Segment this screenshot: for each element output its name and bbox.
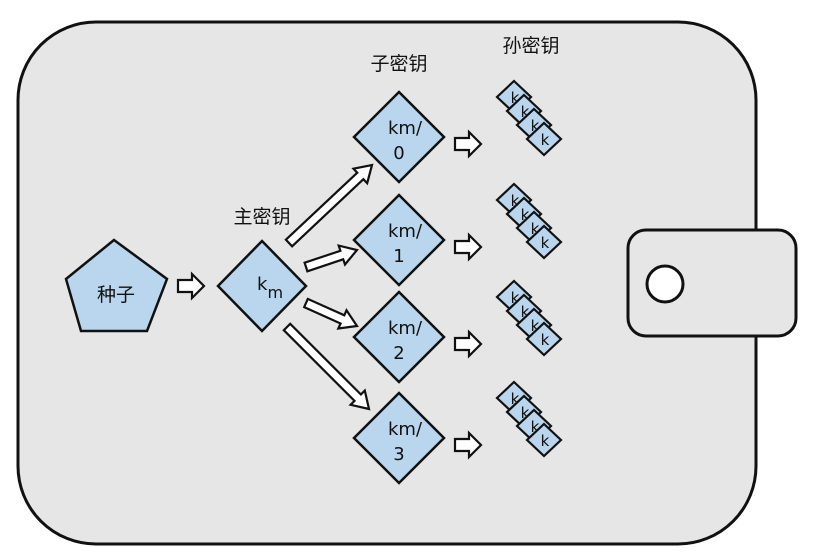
grandchild-key-label-0-3: k	[541, 131, 550, 149]
grandchild-key-label-0-1: k	[521, 103, 530, 121]
grandchild-key-label-3-3: k	[541, 432, 550, 450]
child-key-index-3: 3	[393, 444, 404, 465]
grandchild-key-label-1-0: k	[511, 192, 520, 210]
fan-arrows	[282, 163, 374, 411]
arrow-master-to-child-1	[303, 244, 359, 273]
child-key-label-1: km/	[388, 221, 423, 242]
grandchild-key-label-2-2: k	[531, 317, 540, 335]
child-key-index-1: 1	[393, 246, 404, 267]
arrow-seed-to-master	[176, 271, 206, 301]
arrow-child-to-grandchildren-3	[453, 430, 483, 460]
arrow-child-to-grandchildren-0	[453, 129, 483, 159]
arrow-master-to-child-3	[282, 322, 371, 411]
master-key-title: 主密钥	[233, 206, 290, 228]
grandchild-key-2-3: k	[525, 321, 563, 357]
grandchild-key-label-1-2: k	[531, 220, 540, 238]
grandchild-keys-title: 孙密钥	[502, 35, 559, 57]
arrow-master-to-child-0	[284, 163, 374, 248]
master-key-sub: m	[267, 283, 283, 302]
grandchild-key-label-2-3: k	[541, 331, 550, 349]
child-key-index-2: 2	[393, 343, 404, 364]
svg-text:km: km	[257, 274, 283, 302]
grandchild-key-label-1-3: k	[541, 234, 550, 252]
grandchild-key-label-0-0: k	[511, 89, 520, 107]
child-key-index-0: 0	[393, 143, 404, 164]
child-key-label-2: km/	[388, 318, 423, 339]
grandchild-key-1-3: k	[525, 224, 563, 260]
child-key-node-0: km/0	[352, 90, 483, 184]
arrow-child-to-grandchildren-2	[453, 329, 483, 359]
child-key-label-0: km/	[388, 118, 423, 139]
master-key-base: k	[257, 274, 268, 295]
grandchild-key-3-3: k	[525, 422, 563, 458]
grandchild-key-label-1-1: k	[521, 206, 530, 224]
grandchild-key-label-3-1: k	[521, 404, 530, 422]
arrow-master-to-child-2	[302, 297, 359, 330]
child-key-node-1: km/1	[352, 193, 483, 287]
grandchild-key-label-0-2: k	[531, 117, 540, 135]
child-key-node-3: km/3	[352, 391, 483, 485]
child-keys-title: 子密钥	[370, 53, 427, 75]
grandchild-key-label-2-1: k	[521, 303, 530, 321]
grandchild-key-label-3-2: k	[531, 418, 540, 436]
child-key-node-2: km/2	[352, 290, 483, 384]
grandchild-key-label-3-0: k	[511, 390, 520, 408]
child-key-label-3: km/	[388, 419, 423, 440]
wallet-clasp-icon	[626, 228, 798, 338]
seed-label: 种子	[97, 284, 135, 306]
grandchild-key-label-2-0: k	[511, 289, 520, 307]
grandchild-key-0-3: k	[525, 121, 563, 157]
arrow-child-to-grandchildren-1	[453, 232, 483, 262]
seed-node: 种子	[64, 238, 169, 333]
master-key-node: km	[216, 239, 308, 333]
